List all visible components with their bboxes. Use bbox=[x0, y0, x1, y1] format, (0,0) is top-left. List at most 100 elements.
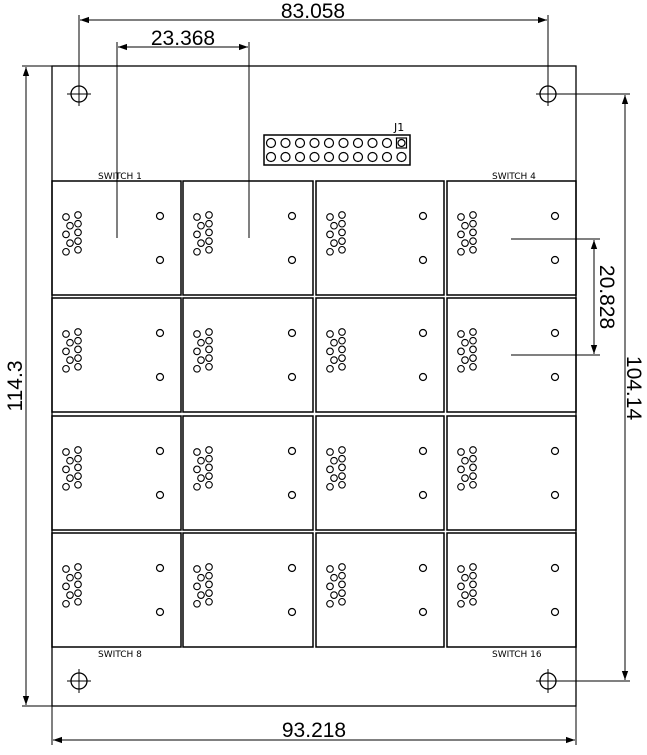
header-pin-1 bbox=[395, 137, 408, 149]
switch-pad bbox=[205, 345, 213, 354]
connector-ref-label: J1 bbox=[393, 121, 404, 134]
switch-footprint bbox=[182, 415, 314, 531]
switch-pin bbox=[287, 446, 297, 456]
switch-pad bbox=[193, 582, 201, 591]
switch-pad bbox=[338, 446, 346, 454]
switch-pad bbox=[338, 336, 346, 345]
switch-pad bbox=[469, 245, 477, 254]
switch-pad bbox=[338, 454, 346, 463]
switch-pad bbox=[205, 219, 213, 228]
switch-pad bbox=[457, 565, 465, 573]
switch-pad bbox=[326, 582, 334, 591]
switch-label-bottom-right: SWITCH 16 bbox=[492, 650, 542, 660]
switch-pad bbox=[62, 482, 70, 491]
switch-footprint bbox=[446, 532, 577, 648]
switch-pad bbox=[205, 446, 213, 454]
switch-pad bbox=[62, 247, 70, 256]
switch-pin bbox=[550, 563, 560, 573]
switch-pad bbox=[74, 245, 82, 254]
switch-pad bbox=[330, 338, 338, 347]
dimension-switch-pitch-x bbox=[116, 42, 250, 238]
switch-pad bbox=[197, 338, 205, 347]
dimension-mount-spacing-x bbox=[78, 15, 549, 94]
switch-pad bbox=[205, 454, 213, 463]
switch-pad bbox=[326, 247, 334, 256]
switch-pad bbox=[205, 597, 213, 606]
switch-pad bbox=[193, 330, 201, 338]
switch-pad bbox=[197, 456, 205, 465]
switch-pad bbox=[193, 347, 201, 356]
switch-pad bbox=[326, 599, 334, 608]
dimension-label-board-width: 93.218 bbox=[282, 719, 346, 742]
switch-pad bbox=[338, 480, 346, 489]
switch-pad bbox=[205, 589, 213, 597]
switch-footprint bbox=[182, 180, 314, 296]
switch-pad bbox=[338, 580, 346, 589]
switch-pad bbox=[205, 354, 213, 362]
switch-pad bbox=[330, 239, 338, 247]
switch-footprint bbox=[315, 297, 445, 413]
header-pin bbox=[265, 137, 277, 149]
switch-pad bbox=[469, 589, 477, 597]
switch-pad bbox=[205, 362, 213, 371]
switch-pad bbox=[74, 237, 82, 245]
switch-pad bbox=[330, 356, 338, 364]
header-pin bbox=[396, 151, 407, 163]
switch-pad bbox=[74, 480, 82, 489]
switch-pad bbox=[62, 582, 70, 591]
header-pin bbox=[323, 151, 335, 163]
switch-pad bbox=[469, 563, 477, 571]
switch-pad bbox=[74, 472, 82, 480]
switch-pad bbox=[193, 364, 201, 373]
switch-pad bbox=[338, 597, 346, 606]
switch-pad bbox=[197, 221, 205, 230]
switch-pin bbox=[287, 607, 297, 617]
switch-pin bbox=[287, 490, 297, 500]
switch-outline bbox=[446, 415, 577, 531]
switch-pin bbox=[418, 372, 428, 382]
switch-pad bbox=[457, 230, 465, 239]
switch-pad bbox=[205, 211, 213, 219]
switch-pad bbox=[461, 221, 469, 230]
switch-grid bbox=[51, 180, 577, 648]
switch-pad bbox=[62, 230, 70, 239]
switch-pad bbox=[62, 448, 70, 456]
switch-pad bbox=[193, 230, 201, 239]
switch-footprint bbox=[182, 532, 314, 648]
header-pin bbox=[352, 137, 364, 149]
switch-pad bbox=[469, 219, 477, 228]
switch-pin bbox=[287, 372, 297, 382]
dimension-label-switch-pitch-y: 20.828 bbox=[595, 265, 618, 329]
header-pin-hole bbox=[397, 138, 406, 148]
switch-outline bbox=[315, 180, 445, 296]
switch-pad bbox=[338, 237, 346, 245]
header-pin bbox=[280, 151, 291, 163]
header-pin bbox=[309, 151, 320, 163]
switch-outline bbox=[315, 415, 445, 531]
switch-pad bbox=[338, 354, 346, 362]
dimension-mount-spacing-y bbox=[556, 93, 630, 682]
switch-outline bbox=[182, 415, 314, 531]
switch-footprint bbox=[51, 532, 182, 648]
switch-pad bbox=[205, 580, 213, 589]
switch-pad bbox=[193, 465, 201, 474]
switch-pad bbox=[74, 597, 82, 606]
header-pin bbox=[367, 151, 378, 163]
switch-footprint bbox=[315, 415, 445, 531]
switch-pin bbox=[550, 490, 560, 500]
switch-pad bbox=[338, 228, 346, 237]
switch-pad bbox=[457, 448, 465, 456]
switch-pad bbox=[193, 599, 201, 608]
switch-pad bbox=[66, 474, 74, 482]
header-pin bbox=[367, 137, 378, 149]
switch-pad bbox=[66, 221, 74, 230]
switch-pad bbox=[461, 338, 469, 347]
switch-pad bbox=[62, 213, 70, 221]
switch-pad bbox=[205, 480, 213, 489]
switch-pin bbox=[418, 563, 428, 573]
dimension-label-mount-spacing-x: 83.058 bbox=[281, 0, 345, 23]
switch-pin bbox=[155, 211, 165, 221]
switch-pad bbox=[66, 456, 74, 465]
switch-pad bbox=[469, 472, 477, 480]
